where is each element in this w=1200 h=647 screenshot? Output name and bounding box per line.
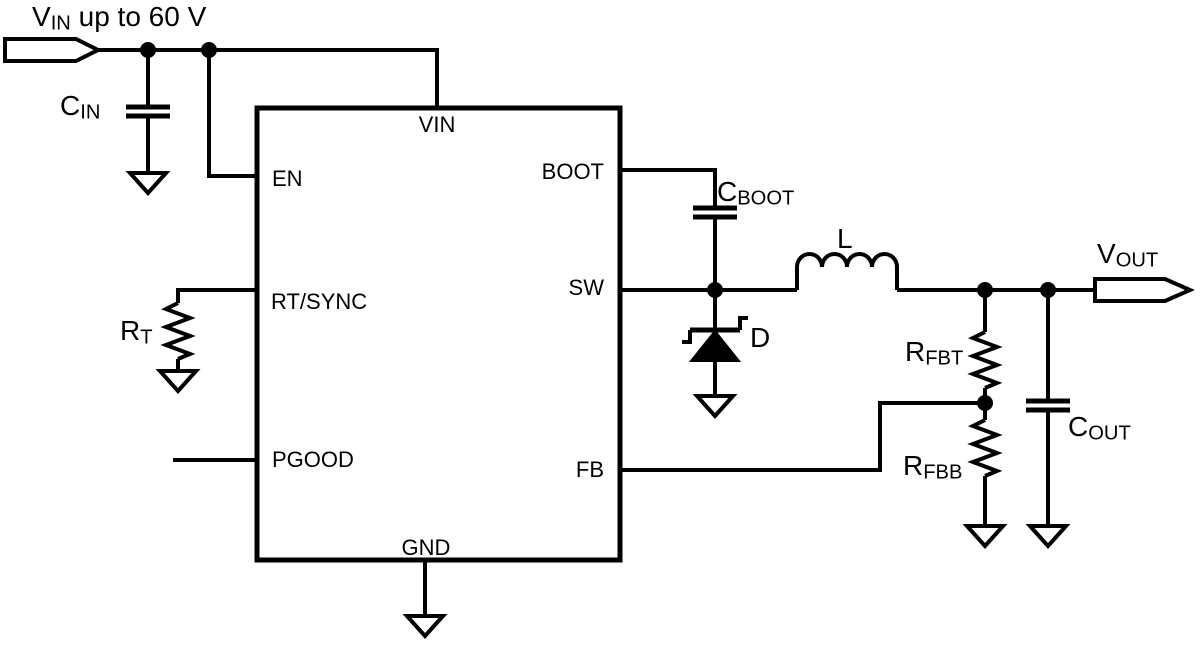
rfbt-label: RFBT: [905, 336, 964, 370]
cboot-label: CBOOT: [717, 176, 795, 210]
inductor-symbol: [795, 252, 899, 290]
diode-cathode-hook-left: [682, 330, 692, 344]
rt-label: RT: [120, 315, 153, 349]
rt-resistor-symbol: [155, 288, 257, 394]
junction-dot-rfbt: [977, 282, 993, 298]
input-terminal: [3, 37, 103, 63]
pin-label-sw: SW: [568, 275, 604, 300]
ground-symbol-diode: [692, 394, 738, 419]
cout-label: COUT: [1068, 411, 1131, 445]
pin-label-boot: BOOT: [541, 159, 604, 184]
junction-dot-sw: [707, 282, 723, 298]
pin-label-gnd: GND: [401, 535, 451, 560]
ground-symbol-gnd: [402, 614, 448, 639]
rfbb-label: RFBB: [903, 450, 963, 484]
rfbt-resistor-zigzag: [967, 330, 1003, 390]
wire-rtsync: [176, 288, 257, 303]
output-terminal: [1093, 277, 1195, 303]
pin-label-rt-sync: RT/SYNC: [271, 289, 368, 314]
ground-symbol-cout: [1025, 524, 1071, 549]
junction-dot-cin: [140, 42, 156, 58]
pin-label-en: EN: [272, 166, 303, 191]
rfbb-resistor-zigzag: [967, 418, 1003, 478]
diode-cathode-hook-right: [738, 316, 748, 330]
gnd-pin-branch: [402, 560, 448, 639]
output-terminal-flag: [1093, 277, 1195, 303]
cout-capacitor-symbol: [1025, 290, 1071, 549]
inductor-label: L: [837, 223, 853, 254]
pin-label-fb: FB: [575, 457, 604, 482]
cin-capacitor-symbol: [125, 50, 171, 196]
ground-symbol-cin: [125, 171, 171, 196]
rfbt-resistor-symbol: [967, 290, 1003, 403]
rfbb-resistor-symbol: [962, 403, 1008, 549]
diode-label: D: [750, 322, 771, 353]
pin-label-vin: VIN: [418, 112, 456, 137]
input-terminal-flag: [3, 37, 103, 63]
schottky-diode-symbol: [682, 290, 748, 419]
ic-body: [254, 105, 623, 563]
cin-label: CIN: [60, 90, 101, 124]
cboot-capacitor-symbol: [620, 168, 737, 290]
diode-anode-triangle: [688, 329, 742, 362]
wire-en: [207, 50, 257, 178]
rt-resistor-zigzag: [160, 301, 196, 361]
wire-fb: [620, 401, 985, 472]
vout-label: VOUT: [1097, 238, 1159, 272]
wire-boot: [620, 168, 717, 206]
junction-dot-en: [201, 42, 217, 58]
vin-source-label: VIN up to 60 V: [32, 1, 207, 35]
junction-dot-fb: [977, 395, 993, 411]
ground-symbol-rfbb: [962, 524, 1008, 549]
junction-dot-cout: [1040, 282, 1056, 298]
pin-label-pgood: PGOOD: [272, 447, 354, 472]
ground-symbol-rt: [155, 369, 201, 394]
